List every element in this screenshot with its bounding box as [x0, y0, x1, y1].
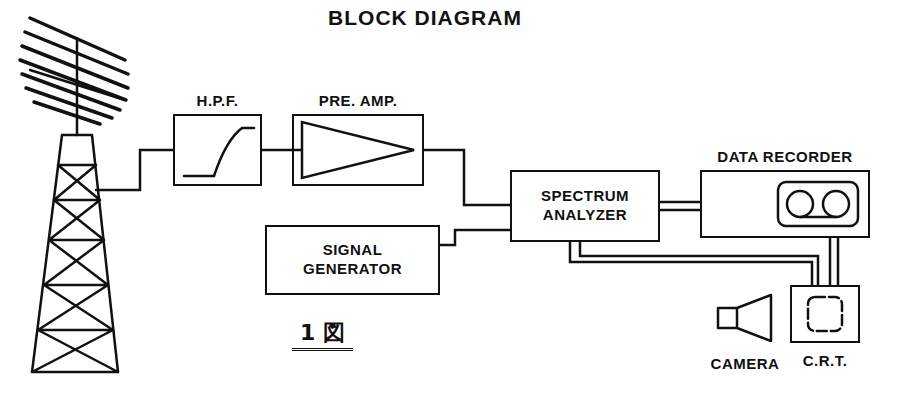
tape: [800, 216, 836, 219]
filter-box: H.P.F.: [173, 114, 262, 186]
box-heading: C.R.T.: [803, 352, 848, 369]
figure-caption: 1 図: [292, 318, 353, 351]
reel: [787, 191, 813, 217]
signal-wire: [440, 230, 510, 245]
box-heading: DATA RECORDER: [717, 148, 852, 165]
recorder-box: DATA RECORDER: [700, 170, 870, 238]
crt-box: C.R.T.: [790, 285, 860, 343]
diagram-title: BLOCK DIAGRAM: [328, 6, 522, 30]
box-heading: PRE. AMP.: [319, 92, 398, 109]
signal-wire: [570, 242, 818, 285]
generator-box: SIGNAL GENERATOR: [265, 225, 440, 295]
camera-outline: [718, 295, 771, 341]
amplifier-symbol: [292, 122, 414, 178]
tower-legs: [32, 135, 118, 372]
camera-shape: CAMERA: [715, 292, 775, 344]
box-heading: CAMERA: [711, 355, 780, 372]
filter-curve: [184, 128, 254, 176]
signal-wire: [424, 150, 510, 205]
antenna-elements: [20, 18, 128, 124]
tower-braces: [32, 165, 118, 372]
amplifier-box: PRE. AMP.: [292, 114, 424, 186]
crt-screen: [808, 297, 842, 331]
signal-wire: [660, 202, 700, 210]
reel-window: [778, 182, 858, 226]
box-label: SIGNAL GENERATOR: [298, 241, 408, 279]
analyzer-box: SPECTRUM ANALYZER: [510, 170, 660, 242]
reel: [823, 191, 849, 217]
camera-symbol: [715, 292, 775, 344]
feed-wire: [96, 150, 173, 190]
signal-wire: [830, 238, 838, 285]
box-label: SPECTRUM ANALYZER: [520, 187, 650, 225]
box-heading: H.P.F.: [197, 92, 239, 109]
signal-wire: [262, 149, 292, 152]
